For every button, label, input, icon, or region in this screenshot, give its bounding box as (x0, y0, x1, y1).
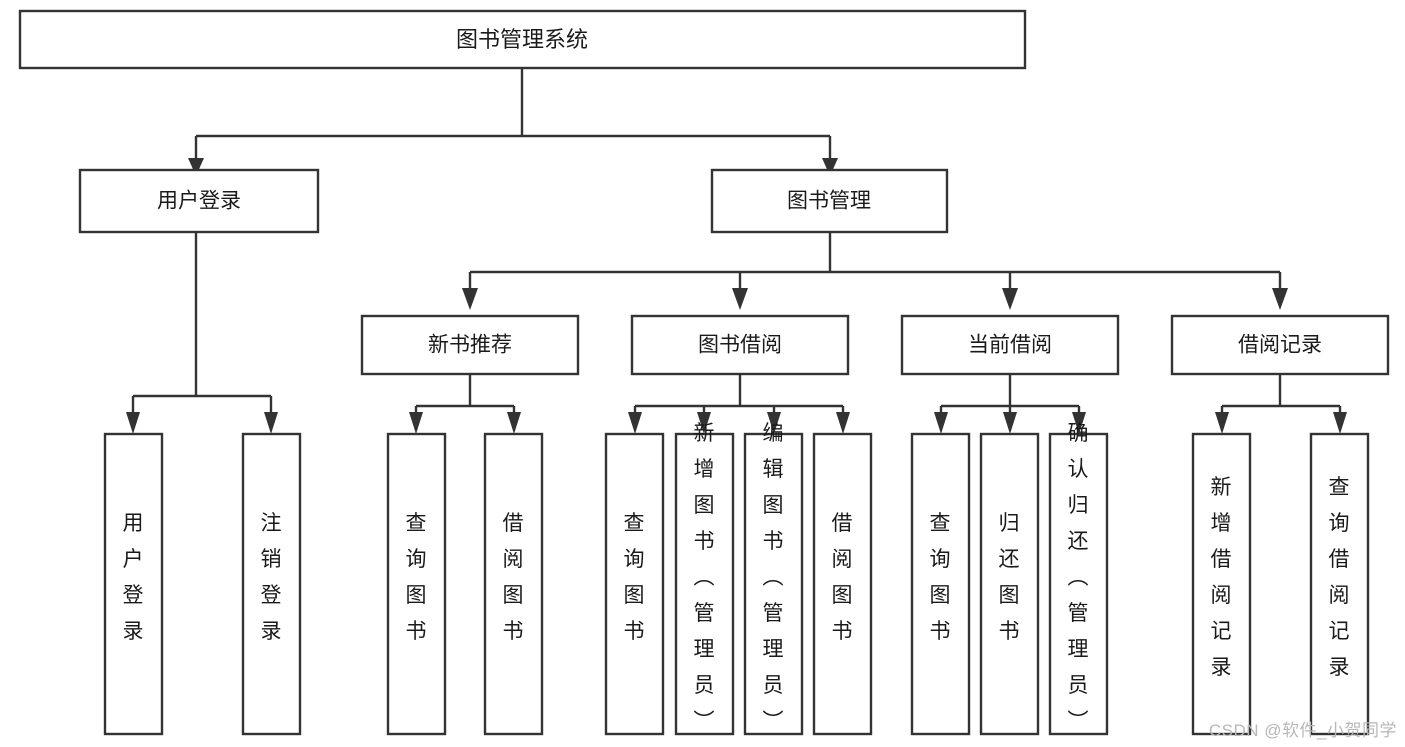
leaf-return-book-label: 归还图书 (999, 512, 1020, 643)
arrow-to-leaf-query-book-2 (628, 412, 642, 434)
connector-records-trunk (1220, 374, 1342, 416)
leaf-query-record[interactable]: 查询借阅记录 (1309, 432, 1370, 736)
leaf-query-book-current[interactable]: 查询图书 (910, 432, 971, 736)
node-current-borrow-box[interactable] (900, 314, 1120, 376)
node-root-box[interactable] (18, 9, 1027, 70)
arrow-to-new-books (462, 288, 478, 310)
leaf-query-book-current-box[interactable] (910, 432, 971, 736)
node-book-borrow[interactable]: 图书借阅 (630, 314, 850, 376)
arrow-to-book-manage (822, 158, 838, 176)
node-book-borrow-label: 图书借阅 (698, 334, 782, 357)
arrow-to-leaf-add-record (1215, 412, 1229, 434)
arrow-to-user-login (188, 158, 204, 176)
node-borrow-records-box[interactable] (1170, 314, 1390, 376)
arrow-to-leaf-confirm-return (1072, 412, 1086, 434)
leaf-confirm-return-label: 确认归还︵管理员︶ (1068, 422, 1089, 733)
arrow-to-leaf-return-book (1003, 412, 1017, 434)
arrow-to-leaf-logout (264, 412, 278, 434)
node-book-manage-box[interactable] (710, 168, 949, 234)
leaf-edit-book[interactable]: 编辑图书︵管理员︶ (743, 422, 804, 736)
node-current-borrow-label: 当前借阅 (968, 334, 1052, 357)
connector-root-trunk (194, 68, 832, 160)
arrow-to-borrow-records (1272, 288, 1288, 310)
arrow-to-leaf-query-record (1333, 412, 1347, 434)
node-book-manage[interactable]: 图书管理 (710, 168, 949, 234)
leaf-query-record-label: 查询借阅记录 (1329, 476, 1350, 679)
node-current-borrow[interactable]: 当前借阅 (900, 314, 1120, 376)
arrow-to-leaf-query-book-3 (934, 412, 948, 434)
leaf-add-record-box[interactable] (1191, 432, 1252, 736)
leaf-return-book-box[interactable] (979, 432, 1040, 736)
leaf-edit-book-box[interactable] (743, 432, 804, 736)
node-user-login[interactable]: 用户登录 (78, 168, 320, 234)
node-user-login-label: 用户登录 (157, 190, 241, 213)
leaf-user-login-box[interactable] (103, 432, 164, 736)
arrow-to-leaf-add-book (697, 412, 711, 434)
leaf-return-book[interactable]: 归还图书 (979, 432, 1040, 736)
leaf-user-login-label: 用户登录 (123, 512, 144, 643)
leaf-logout-label: 注销登录 (261, 512, 282, 643)
leaf-query-record-box[interactable] (1309, 432, 1370, 736)
leaf-user-login[interactable]: 用户登录 (103, 432, 164, 736)
leaf-query-book-recommend-label: 查询图书 (406, 512, 427, 643)
node-book-borrow-box[interactable] (630, 314, 850, 376)
arrow-to-leaf-query-book-1 (409, 412, 423, 434)
node-new-book-recommend[interactable]: 新书推荐 (360, 314, 580, 376)
connector-manage-trunk (468, 232, 1282, 292)
leaf-confirm-return-box[interactable] (1048, 432, 1109, 736)
leaf-add-record[interactable]: 新增借阅记录 (1191, 432, 1252, 736)
node-root-label: 图书管理系统 (456, 27, 588, 52)
arrow-to-book-borrow (732, 288, 748, 310)
leaf-query-book-recommend-box[interactable] (386, 432, 447, 736)
connector-current-trunk (939, 374, 1081, 416)
node-user-login-box[interactable] (78, 168, 320, 234)
leaf-query-book-recommend[interactable]: 查询图书 (386, 432, 447, 736)
leaf-add-book[interactable]: 新增图书︵管理员︶ (674, 422, 735, 736)
leaf-borrow-book-recommend[interactable]: 借阅图书 (483, 432, 544, 736)
leaf-confirm-return[interactable]: 确认归还︵管理员︶ (1048, 422, 1109, 736)
leaf-query-book-borrow[interactable]: 查询图书 (604, 432, 665, 736)
leaf-borrow-book[interactable]: 借阅图书 (812, 432, 873, 736)
node-book-manage-label: 图书管理 (787, 190, 871, 213)
leaf-borrow-book-box[interactable] (812, 432, 873, 736)
node-borrow-records[interactable]: 借阅记录 (1170, 314, 1390, 376)
arrow-to-leaf-borrow-book-2 (836, 412, 850, 434)
leaf-query-book-borrow-box[interactable] (604, 432, 665, 736)
leaf-query-book-borrow-label: 查询图书 (624, 512, 645, 643)
leaf-borrow-book-recommend-label: 借阅图书 (503, 512, 524, 643)
arrow-to-current-borrow (1002, 288, 1018, 310)
arrow-to-leaf-user-login (126, 412, 140, 434)
connector-recommend-trunk (414, 374, 516, 416)
leaf-logout[interactable]: 注销登录 (241, 432, 302, 736)
arrow-to-leaf-borrow-book-1 (507, 412, 521, 434)
leaf-add-book-label: 新增图书︵管理员︶ (694, 422, 715, 733)
arrow-to-leaf-edit-book (767, 412, 781, 434)
leaf-add-record-label: 新增借阅记录 (1211, 476, 1232, 679)
leaf-borrow-book-label: 借阅图书 (832, 512, 853, 643)
connector-borrow-trunk (633, 374, 845, 416)
leaf-edit-book-label: 编辑图书︵管理员︶ (763, 422, 784, 733)
node-borrow-records-label: 借阅记录 (1238, 334, 1322, 357)
leaf-add-book-box[interactable] (674, 432, 735, 736)
node-root[interactable]: 图书管理系统 (18, 9, 1027, 70)
leaf-logout-box[interactable] (241, 432, 302, 736)
connector-layer (126, 68, 1347, 434)
connector-login-trunk (131, 232, 273, 416)
leaf-query-book-current-label: 查询图书 (930, 512, 951, 643)
leaf-borrow-book-recommend-box[interactable] (483, 432, 544, 736)
node-new-book-recommend-box[interactable] (360, 314, 580, 376)
node-new-book-recommend-label: 新书推荐 (428, 334, 512, 357)
